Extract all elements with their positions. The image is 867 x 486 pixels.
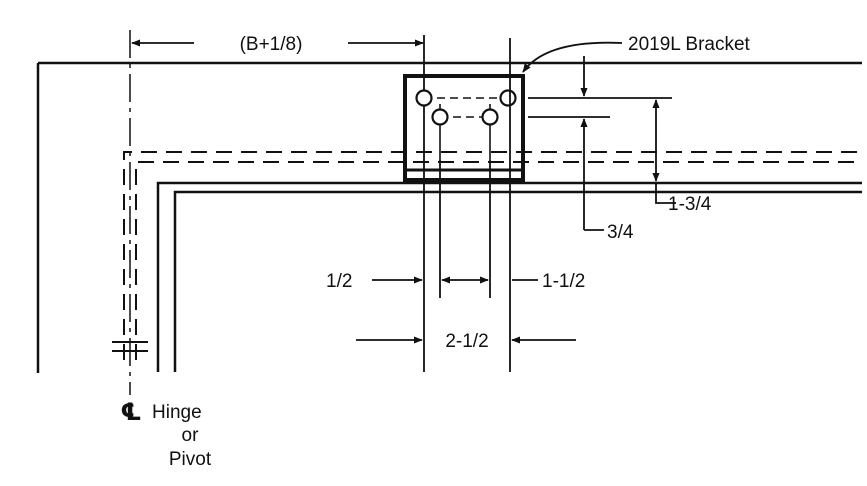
- door-outer-edge: [156, 181, 862, 372]
- dashed-stop-inner: [135, 161, 862, 360]
- bracket-hole-pattern: [415, 89, 517, 160]
- door-edge-lines: [156, 181, 862, 372]
- frame-outline: [36, 61, 862, 373]
- dim-1-1-2-label: 1-1/2: [542, 271, 585, 292]
- dim-1-3-4-leader: [655, 183, 676, 204]
- bracket-callout: [522, 41, 623, 73]
- pivot-centerline: [112, 30, 148, 395]
- dim-2-1-2-label: 2-1/2: [445, 331, 488, 352]
- top-dimension-label: (B+1/8): [240, 34, 303, 55]
- hinge-or-label: or: [182, 425, 200, 446]
- hinge-label: Hinge: [152, 402, 202, 423]
- pivot-label: Pivot: [169, 449, 212, 470]
- dim-3-4-label: 3/4: [607, 222, 634, 243]
- bracket-2019l: [403, 74, 525, 182]
- mount-hole-4: [481, 108, 499, 126]
- dim-1-2-label: 1/2: [326, 271, 352, 292]
- bracket-leader: [522, 41, 623, 73]
- vertical-dimensions: [528, 56, 676, 231]
- dashed-stop-outer: [123, 151, 862, 360]
- bracket-label: 2019L Bracket: [628, 34, 751, 55]
- hole-extension-lines: [439, 38, 511, 372]
- centerline-symbol: ℄: [120, 399, 142, 426]
- dashed-stop-lines: [123, 151, 862, 360]
- mount-hole-3: [431, 108, 449, 126]
- door-inner-edge: [173, 190, 862, 372]
- mount-hole-1: [415, 89, 433, 107]
- mount-hole-2: [499, 89, 517, 107]
- bracket-outer: [403, 74, 525, 182]
- dim-1-3-4-label: 1-3/4: [668, 194, 712, 215]
